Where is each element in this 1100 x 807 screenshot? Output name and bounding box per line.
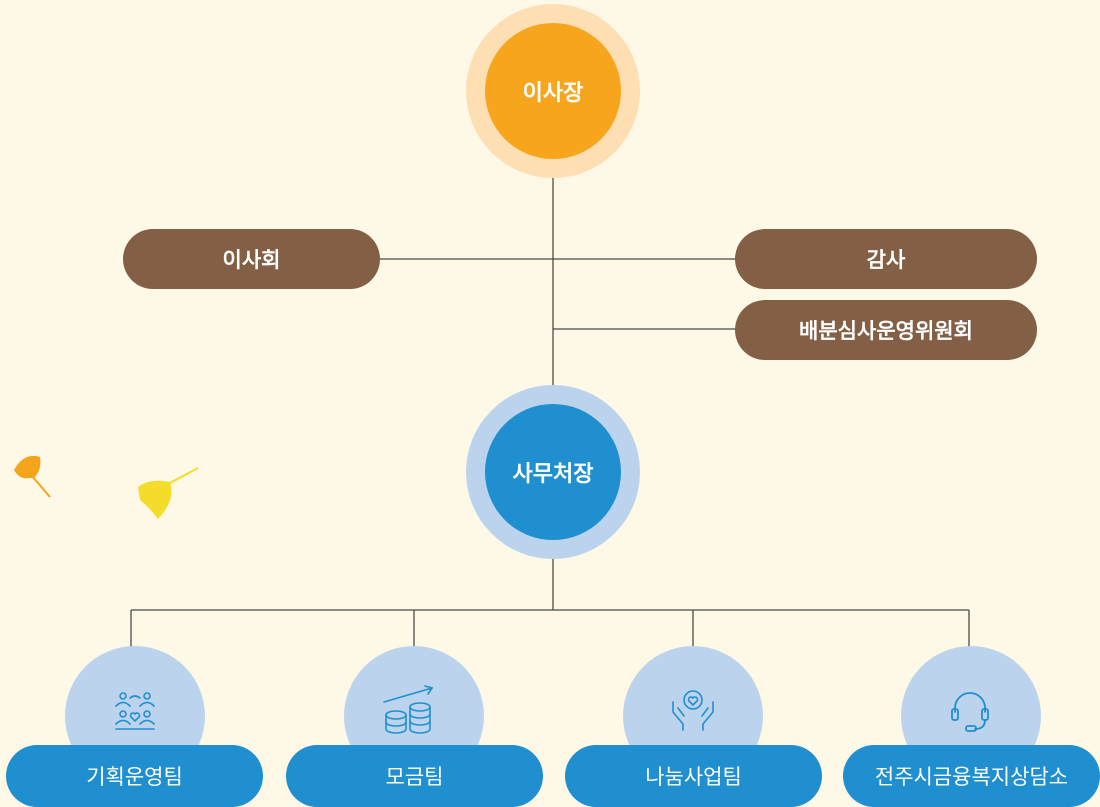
ginkgo-leaf-icon-2 bbox=[138, 467, 199, 519]
team-pill-3: 나눔사업팀 bbox=[565, 745, 822, 807]
team-pill-2: 모금팀 bbox=[286, 745, 543, 807]
director-circle bbox=[485, 404, 621, 540]
audit-pill: 감사 bbox=[735, 229, 1037, 289]
team-pill-1: 기획운영팀 bbox=[6, 745, 263, 807]
team-pill-4: 전주시금융복지상담소 bbox=[843, 745, 1100, 807]
hands-heart-icon bbox=[672, 690, 714, 731]
chairman-label: 이사장 bbox=[522, 81, 584, 106]
board-pill: 이사회 bbox=[123, 229, 380, 289]
coins-growth-icon bbox=[383, 685, 434, 734]
chairman-circle bbox=[485, 23, 621, 159]
people-heart-icon bbox=[115, 692, 155, 730]
committee-pill: 배분심사운영위원회 bbox=[735, 300, 1037, 360]
director-label: 사무처장 bbox=[512, 462, 594, 487]
ginkgo-leaf-icon bbox=[14, 455, 51, 498]
chairman-node bbox=[466, 4, 640, 178]
director-node bbox=[466, 385, 640, 559]
headset-icon bbox=[951, 692, 989, 732]
